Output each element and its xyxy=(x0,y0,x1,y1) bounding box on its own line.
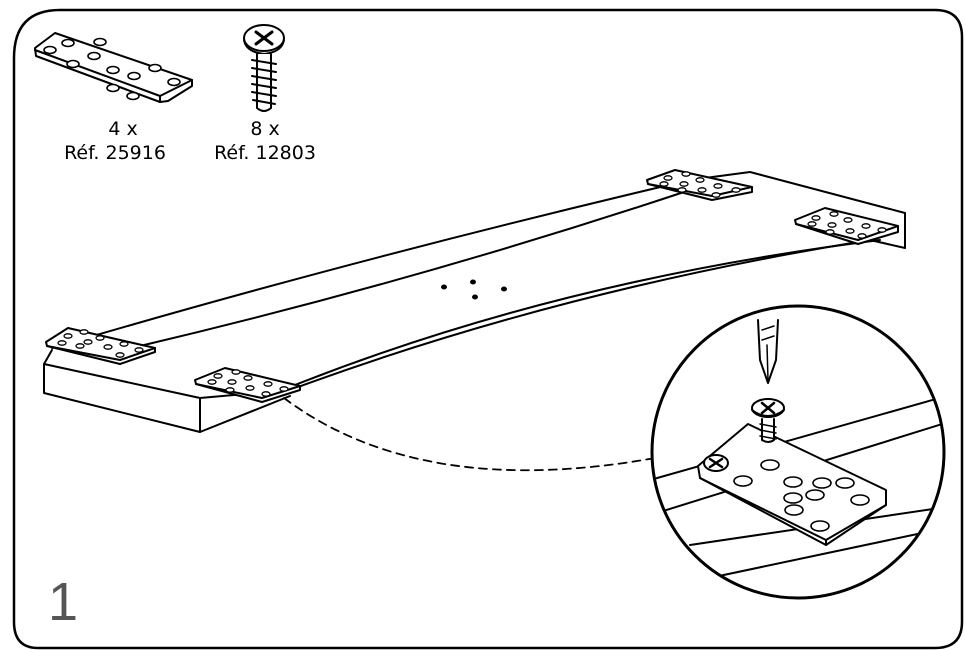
screw-detail-icon xyxy=(751,398,785,443)
frame-border xyxy=(12,8,964,650)
plate-ref-label: Réf. 25916 xyxy=(64,142,166,164)
step-number: 1 xyxy=(48,572,79,632)
plate-left-top xyxy=(45,327,156,365)
screw-qty-label: 8 x xyxy=(250,118,280,140)
detail-zoom-circle xyxy=(650,304,946,600)
screwdriver-icon xyxy=(757,319,779,384)
plate-left-bottom xyxy=(194,367,301,403)
mounting-plate-icon xyxy=(34,32,193,103)
plate-qty-label: 4 x xyxy=(108,118,138,140)
plate-right-bottom xyxy=(794,207,899,245)
screw-icon xyxy=(243,24,285,112)
callout-leader xyxy=(283,397,656,472)
board-assembly xyxy=(43,171,906,433)
plate-right-top xyxy=(646,169,753,201)
screw-ref-label: Réf. 12803 xyxy=(214,142,316,164)
